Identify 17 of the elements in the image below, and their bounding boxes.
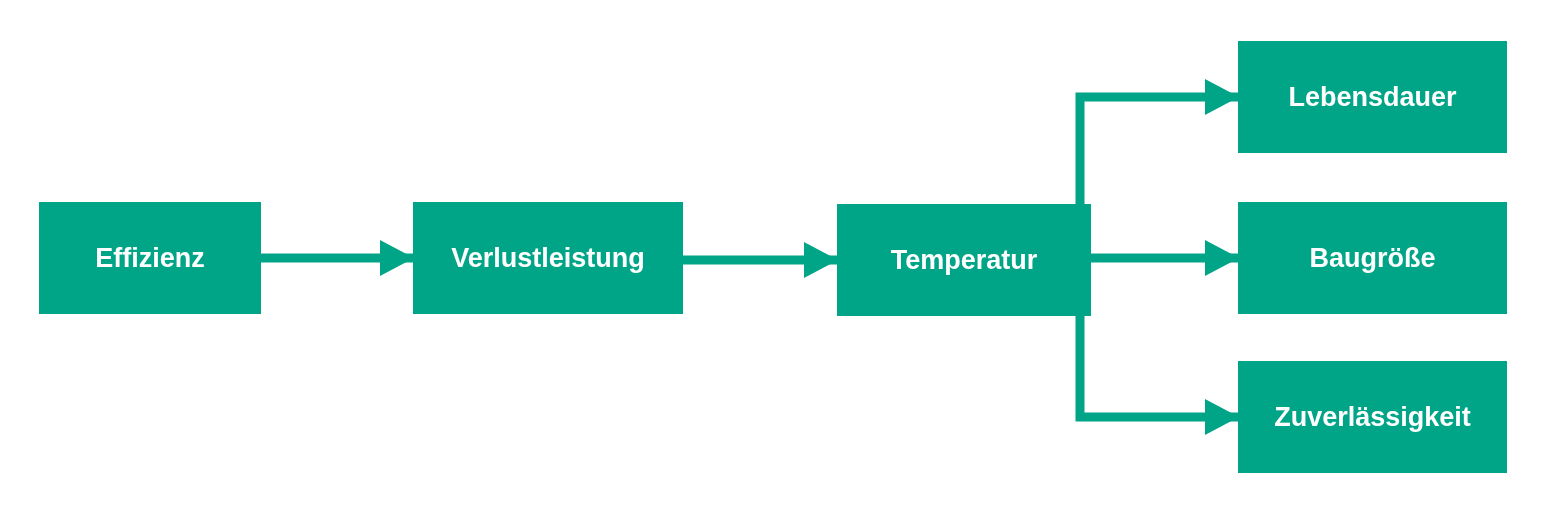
process-box	[1238, 41, 1507, 153]
arrow	[261, 240, 414, 276]
process-box	[413, 202, 683, 314]
box-label: Effizienz	[95, 241, 205, 275]
box-label: Verlustleistung	[451, 241, 645, 275]
process-box	[837, 204, 1091, 316]
arrow	[1091, 240, 1239, 276]
box-label: Lebensdauer	[1288, 80, 1457, 114]
arrow	[1075, 316, 1239, 435]
arrow	[683, 242, 838, 278]
arrow	[1075, 79, 1239, 204]
box-label: Temperatur	[890, 243, 1038, 277]
box-label: Baugröße	[1309, 241, 1436, 275]
process-box	[1238, 202, 1507, 314]
process-box	[1238, 361, 1507, 473]
box-label: Zuverlässigkeit	[1274, 400, 1471, 434]
process-box	[39, 202, 261, 314]
